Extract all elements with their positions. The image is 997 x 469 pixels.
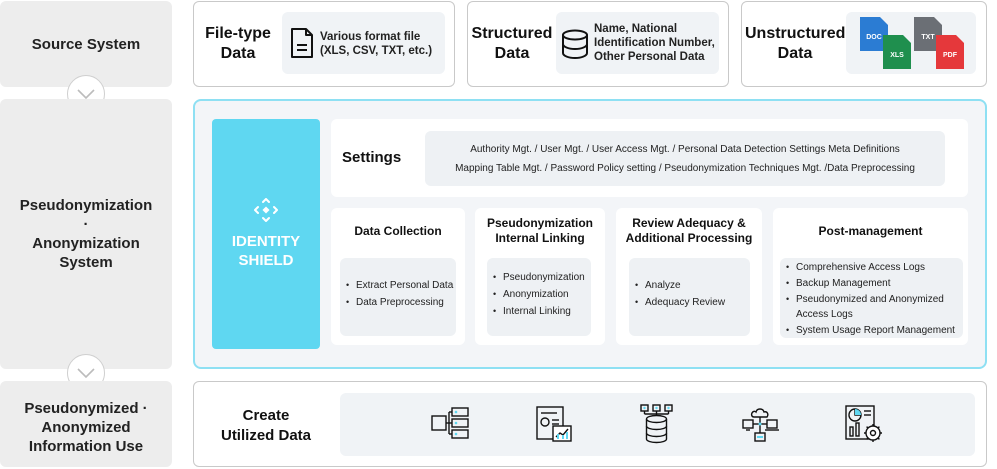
cloud-network-icon: [742, 408, 779, 442]
report-chart-icon: [536, 406, 572, 442]
identity-label-2: SHIELD: [238, 252, 294, 269]
card-items: Comprehensive Access Logs Backup Managem…: [780, 258, 963, 338]
stage-pseudo-line-2: ·: [83, 216, 89, 233]
arrows-move-icon: [254, 198, 278, 222]
list-item: Backup Management: [786, 276, 963, 291]
card-items: Analyze Adequacy Review: [629, 258, 750, 336]
stage-source-system: Source System: [0, 1, 172, 87]
card-title: Post-management: [818, 224, 923, 238]
file-type-data-desc: Various format file(XLS, CSV, TXT, etc.): [320, 31, 433, 57]
stage-use-line-2: Anonymized: [41, 418, 131, 436]
stage-use-line-1: Pseudonymized ·: [24, 399, 148, 417]
card-items: Pseudonymization Anonymization Internal …: [487, 258, 591, 336]
structured-data-desc: Name, National Identification Number, Ot…: [594, 23, 715, 63]
database-icon: [562, 29, 588, 59]
settings-detail: Authority Mgt. / User Mgt. / User Access…: [425, 131, 945, 186]
stage-use-line-3: Information Use: [28, 437, 144, 455]
stage-source-label: Source System: [31, 35, 141, 53]
document-icon: [291, 28, 313, 58]
identity-shield-panel: IDENTITY SHIELD: [212, 119, 320, 349]
list-item: Adequacy Review: [635, 297, 750, 308]
svg-text:TXT: TXT: [921, 34, 935, 41]
svg-text:PDF: PDF: [943, 52, 958, 59]
server-transfer-icon: [431, 407, 469, 439]
txt-file-icon: TXT: [914, 17, 942, 51]
card-items: Extract Personal Data Data Preprocessing: [340, 258, 456, 336]
svg-text:DOC: DOC: [866, 34, 882, 41]
list-item: Data Preprocessing: [346, 297, 456, 308]
list-item: Analyze: [635, 280, 750, 291]
settings-line-2: Mapping Table Mgt. / Password Policy set…: [455, 162, 915, 174]
list-item: Pseudonymized and Anonymized Access Logs: [786, 292, 951, 322]
doc-file-icon: DOC: [860, 17, 888, 51]
analytics-settings-icon: [845, 405, 882, 442]
file-type-data-detail: [282, 12, 445, 74]
stage-pseudo-line-3: Anonymization: [32, 235, 140, 252]
list-item: Extract Personal Data: [346, 280, 456, 291]
pdf-file-icon: PDF: [936, 35, 964, 69]
xls-file-icon: XLS: [883, 35, 911, 69]
stage-information-use: Pseudonymized · Anonymized Information U…: [0, 381, 172, 467]
settings-line-1: Authority Mgt. / User Mgt. / User Access…: [470, 143, 900, 155]
list-item: System Usage Report Management: [786, 323, 963, 338]
stage-pseudo-line-1: Pseudonymization: [19, 197, 153, 214]
identity-label-1: IDENTITY: [231, 233, 301, 250]
svg-text:XLS: XLS: [890, 52, 904, 59]
stage-pseudonymization-system: Pseudonymization · Anonymization System: [0, 99, 172, 369]
list-item: Pseudonymization: [493, 272, 591, 283]
stage-pseudo-line-4: System: [59, 254, 113, 271]
card-title: Review Adequacy &Additional Processing: [625, 216, 753, 245]
list-item: Anonymization: [493, 289, 591, 300]
list-item: Comprehensive Access Logs: [786, 260, 963, 275]
database-network-icon: [640, 404, 673, 444]
structured-data-detail: [556, 12, 719, 74]
card-title: Data Collection: [354, 224, 442, 238]
settings-title: Settings: [342, 149, 402, 166]
list-item: Internal Linking: [493, 306, 591, 317]
